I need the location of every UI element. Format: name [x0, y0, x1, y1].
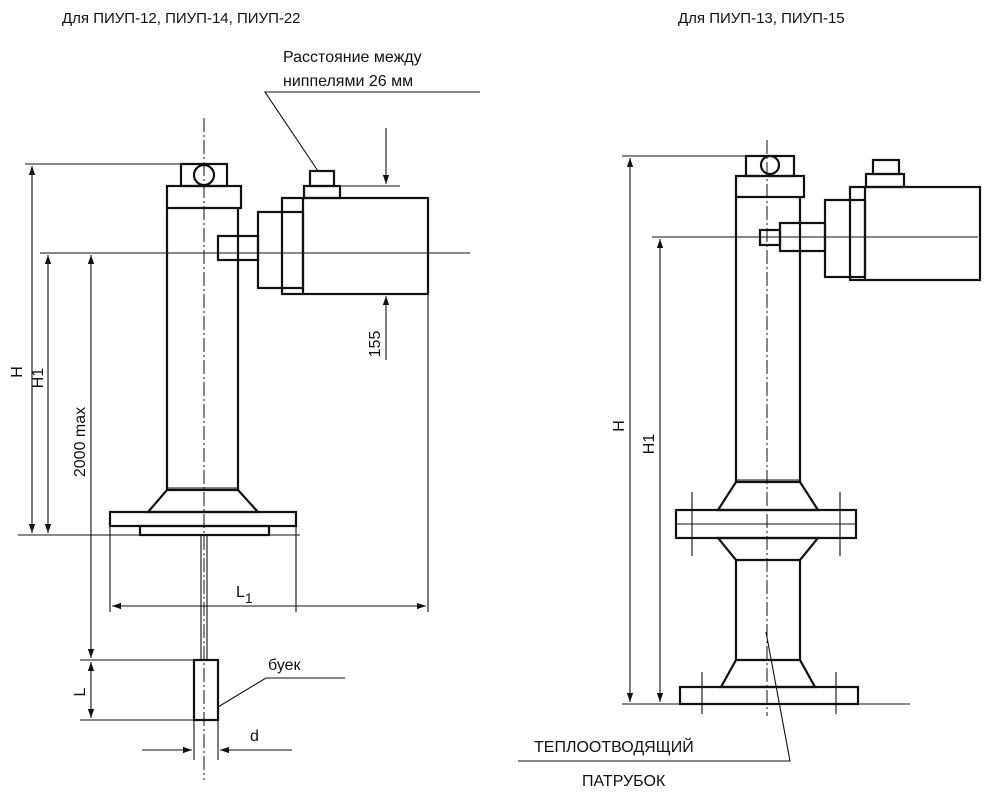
right-view: H H1 ТЕПЛООТВОДЯЩИЙ ПАТРУБОК [518, 140, 982, 790]
float-label: буек [268, 657, 302, 674]
float-body [192, 658, 220, 722]
right-body-column [734, 197, 802, 482]
nipple-callout-line2: ниппелями 26 мм [283, 73, 413, 90]
left-rod-and-float [192, 535, 220, 722]
pipe-label-leader [518, 631, 791, 762]
left-transmitter-head [216, 169, 430, 296]
float-leader [217, 677, 345, 708]
pipe-label-line2: ПАТРУБОК [582, 773, 666, 790]
left-dim-label-L1: L1 [236, 584, 253, 606]
nipple-callout-leader [263, 91, 480, 172]
right-dim-label-H: H [611, 420, 628, 432]
left-dim-label-H: H [9, 366, 26, 378]
nipple-callout-line1: Расстояние между [283, 49, 422, 66]
left-view-heading: Для ПИУП-12, ПИУП-14, ПИУП-22 [62, 10, 301, 27]
left-body-column [165, 208, 240, 490]
left-flange [108, 488, 298, 537]
left-dim-label-H1: H1 [30, 368, 47, 389]
left-dim-label-L1-main: L [236, 584, 245, 601]
left-dim-label-2000: 2000 max [72, 407, 89, 477]
right-view-heading: Для ПИУП-13, ПИУП-15 [678, 10, 845, 27]
left-extension-lines [18, 163, 470, 760]
right-flange [674, 480, 858, 556]
pipe-label-line1: ТЕПЛООТВОДЯЩИЙ [534, 737, 694, 756]
left-dim-label-d: d [250, 728, 259, 745]
left-dim-label-155: 155 [367, 331, 384, 358]
right-dim-label-H1: H1 [641, 434, 658, 455]
right-top-cap [734, 154, 806, 199]
heat-dissipating-pipe [678, 536, 860, 714]
right-extension-lines [622, 155, 978, 705]
left-view: Расстояние между ниппелями 26 мм H H1 20… [9, 49, 480, 780]
right-transmitter-head [758, 158, 982, 282]
left-dim-label-L: L [72, 687, 89, 696]
left-dim-label-L1-sub: 1 [245, 590, 253, 606]
